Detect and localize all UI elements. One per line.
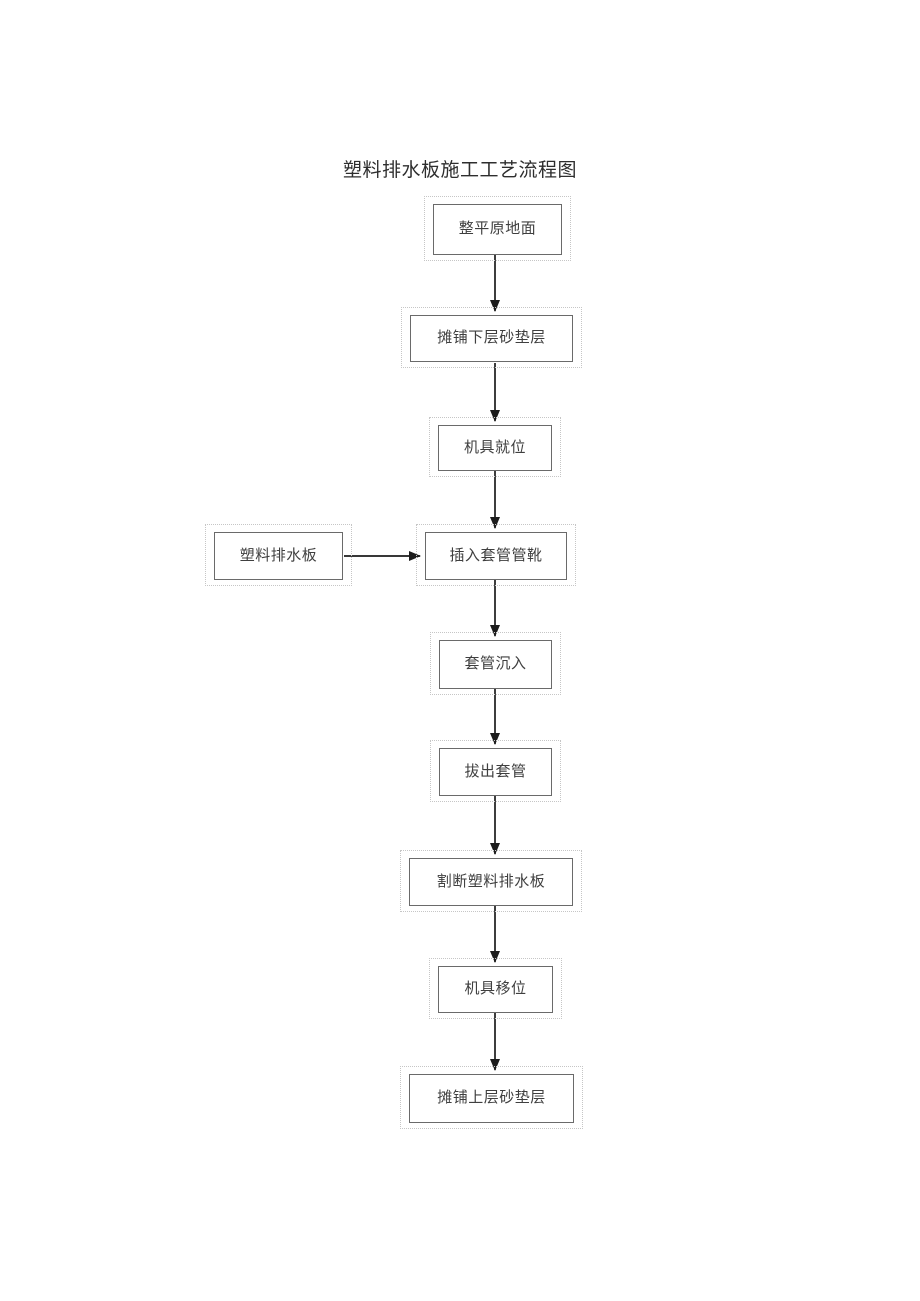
- flow-node-level-original-ground: 整平原地面: [424, 196, 571, 261]
- flow-node-equipment-relocate: 机具移位: [429, 958, 562, 1019]
- flow-node-pull-out-casing: 拔出套管: [430, 740, 561, 802]
- flow-node-casing-sink: 套管沉入: [430, 632, 561, 695]
- flow-node-equipment-in-place: 机具就位: [429, 417, 561, 477]
- flow-node-plastic-drainage-board-input: 塑料排水板: [205, 524, 352, 586]
- flow-node-spread-lower-sand-cushion: 摊铺下层砂垫层: [401, 307, 582, 368]
- flow-node-insert-casing-shoe: 插入套管管靴: [416, 524, 576, 586]
- flow-node-cut-plastic-drainage-board: 割断塑料排水板: [400, 850, 582, 912]
- flowchart-title: 塑料排水板施工工艺流程图: [342, 160, 577, 181]
- flow-node-spread-upper-sand-cushion: 摊铺上层砂垫层: [400, 1066, 583, 1129]
